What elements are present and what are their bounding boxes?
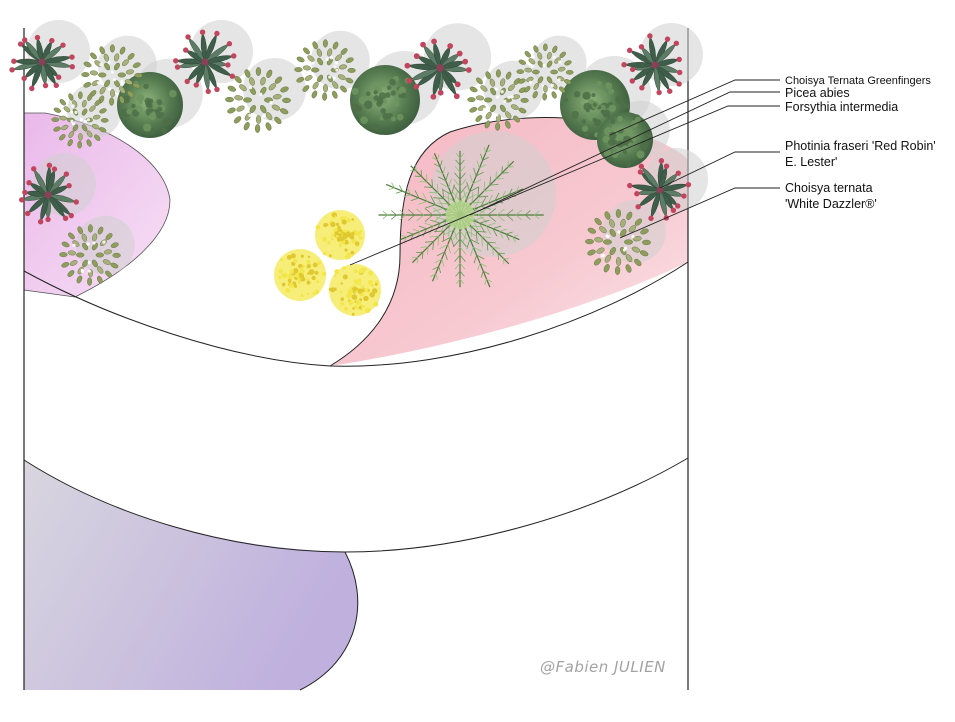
purple-bed-outline [299,551,359,691]
choisya-shrub-3 [294,39,356,101]
leader-picea [469,91,780,216]
purple-bed [24,460,358,690]
label-photinia-line1: Photinia fraseri 'Red Robin' [785,139,936,153]
lawn-edge-upper [23,261,689,367]
choisya-shrub-6 [51,91,109,149]
photinia-shrub-5 [19,162,80,225]
label-choisya-greenfingers: Choisya Ternata Greenfingers [785,75,931,87]
forsythia-shrub-3 [328,264,381,316]
forsythia-shrub-2 [274,249,327,301]
leader-forsythia [349,105,780,266]
choisya-shrub-2 [225,67,291,133]
label-choisya-white-line1: Choisya ternata [785,181,873,195]
choisya-greenfingers-shrub-2 [350,65,420,135]
photinia-shrub-1 [9,34,75,92]
signature: @Fabien JULIEN [540,658,666,676]
label-photinia-line2: E. Lester' [785,155,837,169]
photinia-shrub-4 [621,33,683,96]
choisya-greenfingers-shrub-4 [597,112,653,168]
photinia-shrub-2 [173,29,237,95]
choisya-shrub-1 [81,44,143,106]
label-forsythia: Forsythia intermedia [785,100,898,114]
leader-choisya-greenfingers [609,79,780,136]
choisya-white-dazzler-group [51,39,651,286]
label-choisya-white-line2: 'White Dazzler®' [785,197,877,211]
leader-choisya-white [619,187,780,239]
forsythia-shrub-1 [315,210,365,260]
choisya-shrub-5 [516,43,574,101]
photinia-red-robin-group [9,29,692,225]
choisya-shrub-7 [59,224,121,286]
photinia-shrub-6 [627,158,692,222]
choisya-shrub-4 [467,69,529,131]
choisya-greenfingers-shrub-1 [117,72,183,138]
lawn-edge-lower [23,457,689,553]
choisya-greenfingers-group [117,65,653,168]
photinia-shrub-3 [404,38,472,100]
picea-abies [378,144,544,288]
leader-lines [349,79,780,266]
forsythia-group [274,210,381,316]
choisya-shrub-8 [585,209,651,275]
pink-bed-outline [329,117,611,367]
leader-photinia [659,151,780,189]
label-picea: Picea abies [785,86,850,100]
